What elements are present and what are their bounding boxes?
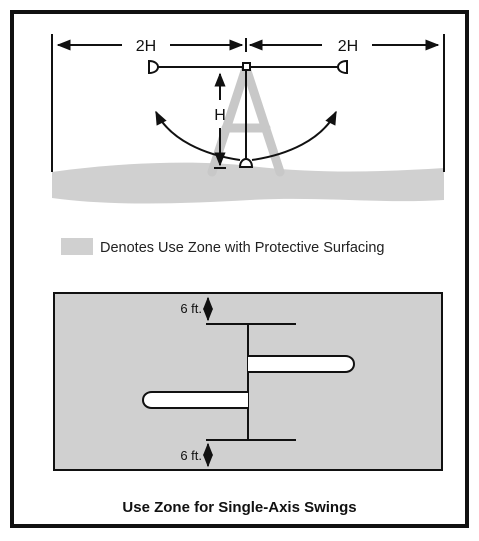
protective-surfacing-ground [52,162,444,204]
right-swing-arc [251,110,337,161]
legend-text: Denotes Use Zone with Protective Surfaci… [100,240,385,256]
height-label: H [214,107,226,124]
left-swing-plan [141,391,248,409]
top-clearance-label: 6 ft. [180,301,202,316]
diagram-caption: Use Zone for Single-Axis Swings [122,499,357,516]
bottom-swing-seat [238,157,254,168]
left-span-label: 2H [136,38,156,55]
left-swing-arc [155,110,241,161]
right-span-label: 2H [338,38,358,55]
legend-swatch [61,238,93,255]
bottom-clearance-label: 6 ft. [180,448,202,463]
left-swing-seat [148,59,160,75]
right-swing-plan [248,355,356,373]
pivot-point [242,62,251,71]
right-swing-seat [336,59,348,75]
